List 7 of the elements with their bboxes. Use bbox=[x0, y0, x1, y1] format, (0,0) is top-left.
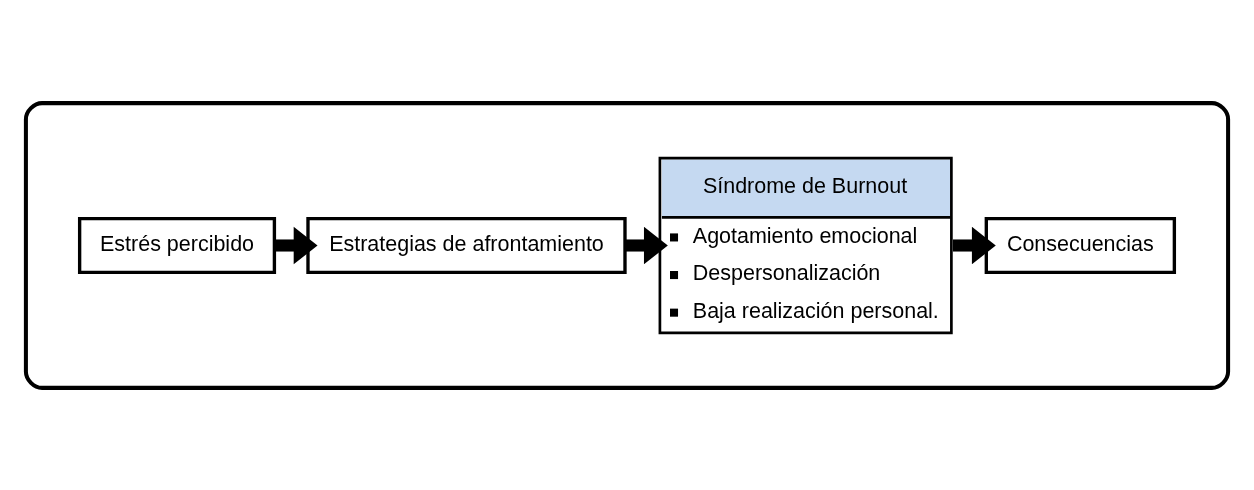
arrow bbox=[274, 226, 318, 264]
node-box: Consecuencias bbox=[984, 216, 1177, 274]
cluster bbox=[23, 100, 1231, 390]
arrow bbox=[952, 226, 996, 264]
arrow bbox=[625, 226, 668, 264]
node-box: Estrés percibido bbox=[77, 216, 277, 274]
node-box: Estrategias de afrontamiento bbox=[306, 216, 627, 274]
